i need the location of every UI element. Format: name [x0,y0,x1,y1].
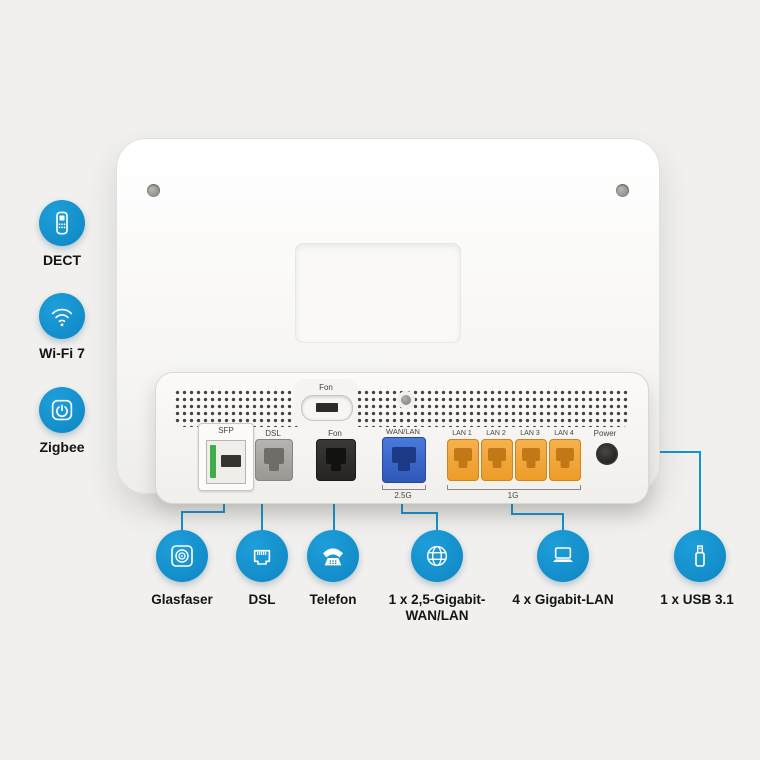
fiber-connector-icon [171,545,193,567]
dect-feature [39,200,85,246]
lan-port-4[interactable] [549,439,581,481]
power-label: Power [593,429,617,438]
line-side-to-usb [658,451,701,531]
usb-stick-icon [695,545,705,567]
lan1-label: LAN 1 [452,430,472,437]
lan1-slot [454,448,472,461]
wan-lan-port[interactable] [382,437,426,483]
wan-port-label: WAN/LAN [386,427,420,436]
lan-port-2[interactable] [481,439,513,481]
dsl-port-label: DSL [265,429,281,438]
glasfaser-feature [156,530,208,582]
wan-feature-label: 1 x 2,5-Gigabit-WAN/LAN [388,592,486,623]
rj-plug-icon [253,549,271,565]
fon-port-tab [331,464,341,471]
wan-port-slot [392,447,416,463]
dsl-feature [236,530,288,582]
lan4-tab [560,461,570,468]
sfp-slot [221,455,241,467]
lan3-slot [522,448,540,461]
lan-speed-bracket [447,485,581,490]
globe-icon [426,545,448,567]
fon-port-slot [326,448,346,464]
screw-left [147,184,160,197]
wan-speed-label: 2.5G [394,491,412,500]
wan-port-tab [398,463,410,471]
zigbee-label: Zigbee [39,439,85,455]
dsl-port-slot [264,448,284,464]
usb-feature [674,530,726,582]
sfp-cage [206,440,246,484]
lan-feature-label: 4 x Gigabit-LAN [512,592,614,607]
fon-port[interactable] [316,439,356,481]
sfp-label: SFP [218,426,234,435]
lan-port-3[interactable] [515,439,547,481]
dsl-port-tab [269,464,279,471]
glasfaser-label: Glasfaser [151,592,213,607]
fon-port-label: Fon [328,429,342,438]
lan3-tab [526,461,536,468]
wan-feature [411,530,463,582]
telefon-feature [307,530,359,582]
lan-speed-label: 1G [507,491,519,500]
recessed-label-plate [295,243,461,343]
telephone-icon [323,548,343,566]
usb-label: 1 x USB 3.1 [660,592,734,607]
dsl-port[interactable] [255,439,293,481]
lan-feature [537,530,589,582]
sfp-port[interactable]: SFP [198,423,254,491]
wifi-label: Wi-Fi 7 [39,345,85,361]
telefon-label: Telefon [309,592,357,607]
lan3-label: LAN 3 [520,430,540,437]
tae-slot [316,403,338,412]
laptop-icon [553,547,573,562]
wifi-icon [51,308,73,327]
dect-label: DECT [42,252,82,268]
lan2-slot [488,448,506,461]
tae-fon-area: Fon [294,379,358,429]
lan2-label: LAN 2 [486,430,506,437]
connector-panel: Fon SFP DSL Fon WAN/LAN [155,372,649,504]
wan-speed-bracket [382,485,426,490]
lan4-slot [556,448,574,461]
tae-fon-port[interactable] [301,395,353,421]
lan4-label: LAN 4 [554,430,574,437]
zigbee-smart-home-icon [51,399,73,421]
lan-port-1[interactable] [447,439,479,481]
wifi-feature [39,293,85,339]
ventilation-holes [174,389,630,427]
power-jack[interactable] [596,443,618,465]
zigbee-feature [39,387,85,433]
lan1-tab [458,461,468,468]
dect-phone-icon [56,211,68,235]
lan2-tab [492,461,502,468]
screw-right [616,184,629,197]
sfp-green-tab [210,445,216,478]
panel-screw [401,395,411,405]
tae-fon-label: Fon [319,383,333,392]
dsl-feature-label: DSL [248,592,276,607]
